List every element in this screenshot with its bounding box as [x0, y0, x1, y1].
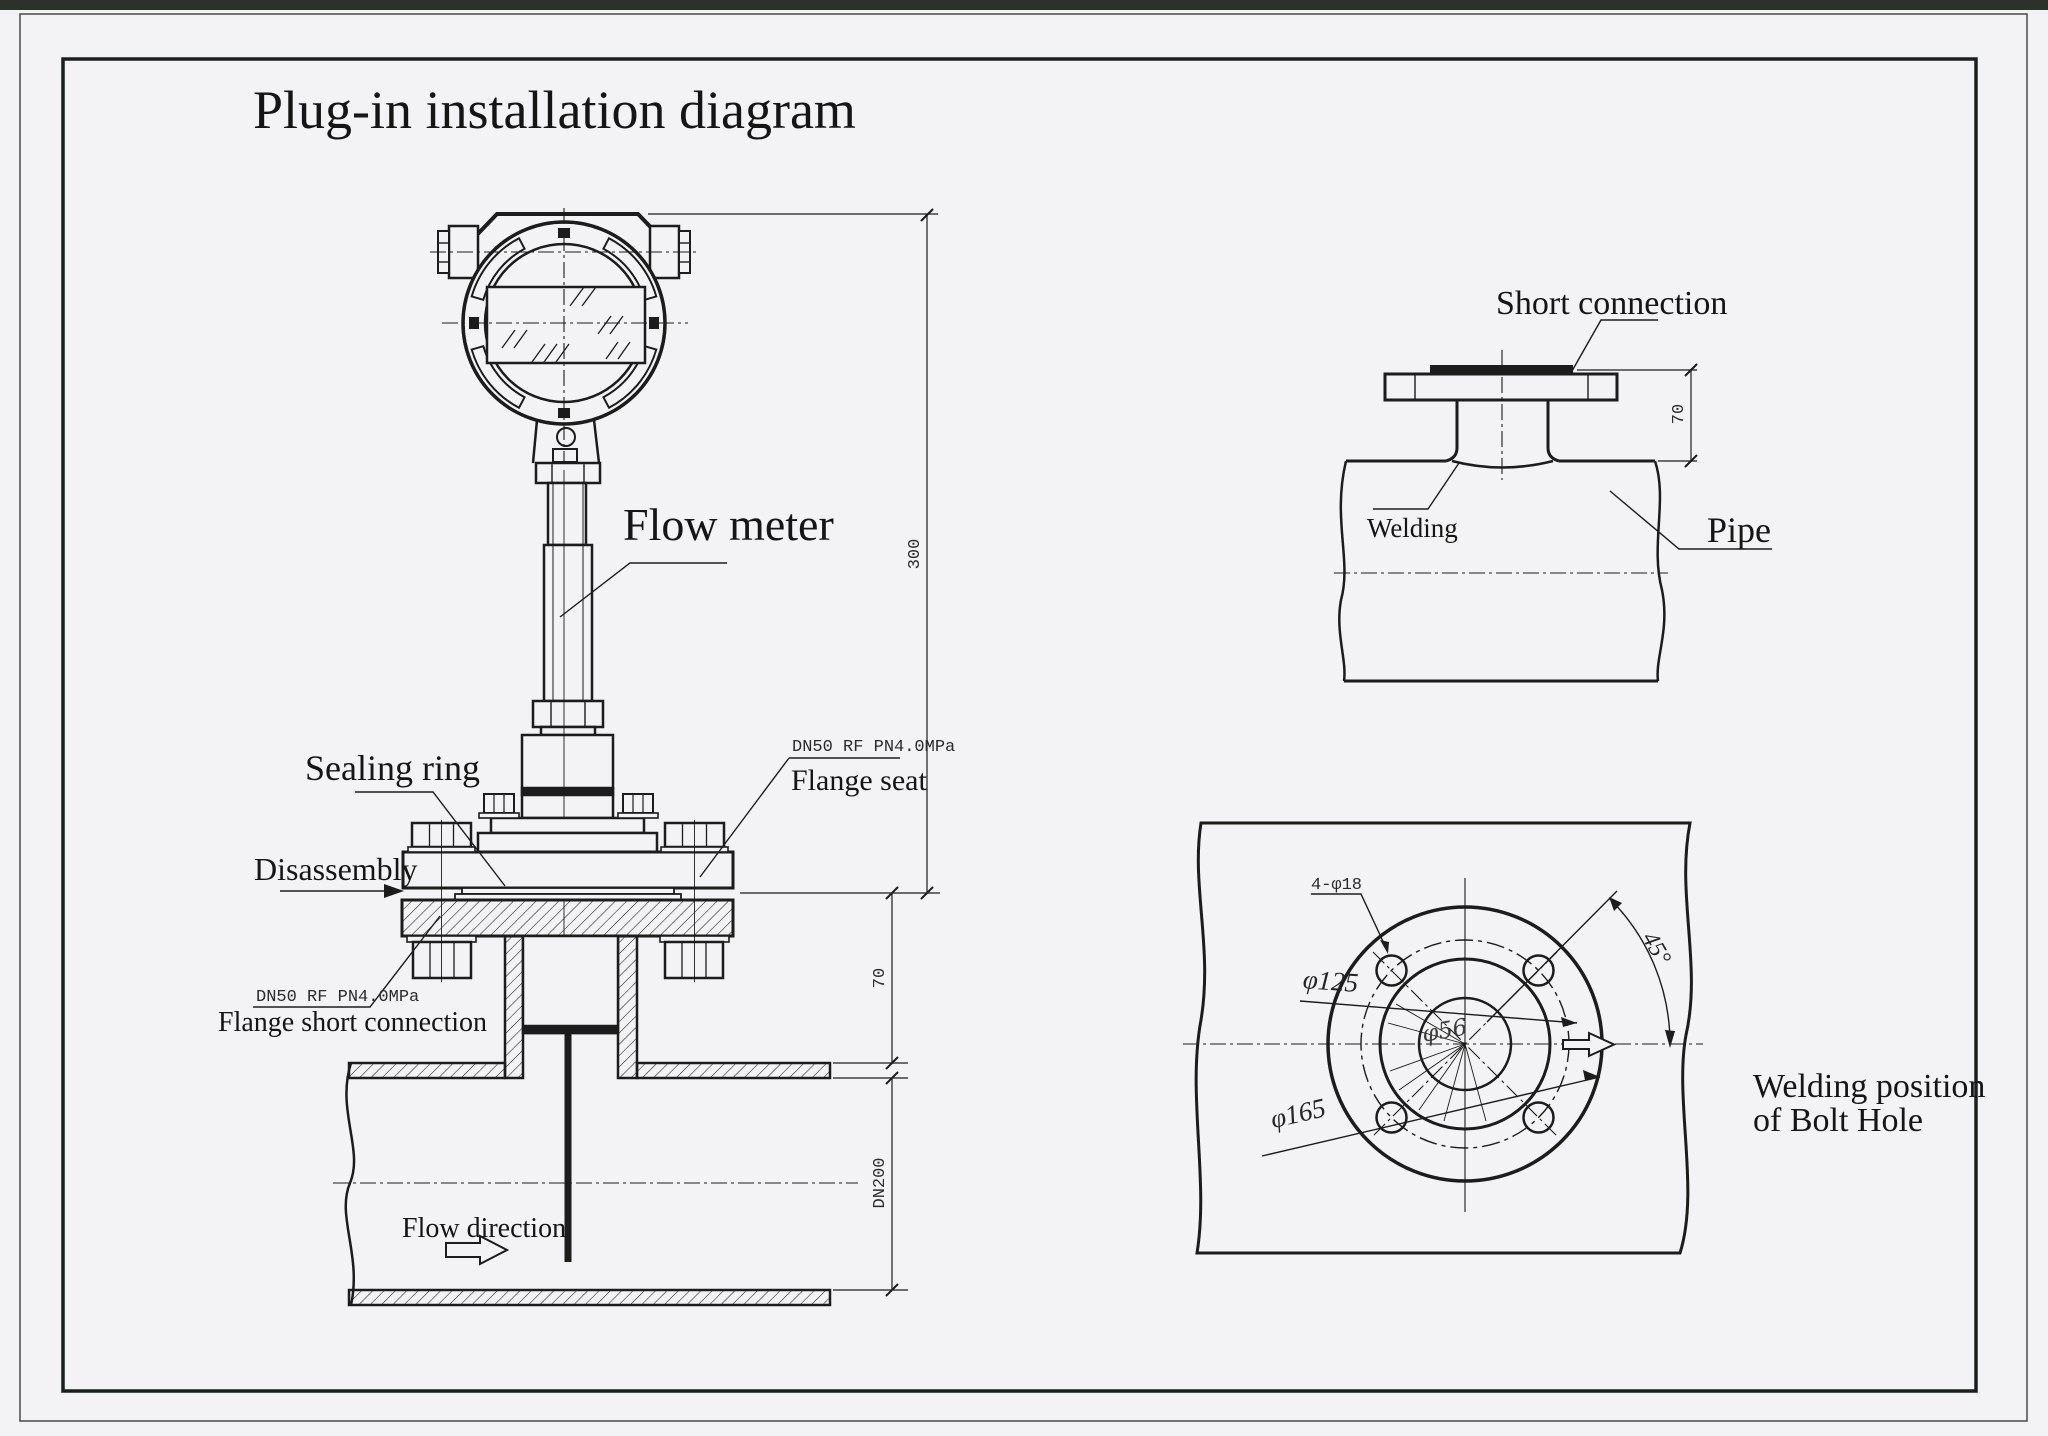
angle-45-label: 45°: [1636, 927, 1676, 969]
main-dimensions: [648, 208, 940, 1297]
flange-seat-label: Flange seat: [791, 764, 927, 797]
flange-seat-spec: DN50 RF PN4.0MPa: [792, 738, 955, 757]
bolt-circle-dia-label: φ125: [1302, 964, 1359, 998]
short-connection-view: [1334, 319, 1772, 683]
welding-position-title-line1: Welding position: [1753, 1068, 1985, 1105]
pipe-label: Pipe: [1707, 510, 1771, 550]
bolt-view-flow-arrow-icon: [1562, 1031, 1617, 1058]
flange-assembly: [400, 793, 735, 1262]
sealing-ring: [454, 887, 682, 901]
center-hole: [1417, 996, 1513, 1092]
flange-short-spec: DN50 RF PN4.0MPa: [256, 988, 419, 1007]
probe: [564, 1033, 572, 1262]
welding-position-title-line2: of Bolt Hole: [1753, 1102, 1923, 1139]
bolt-hole-view: [1183, 821, 1703, 1255]
dim-dn200: DN200: [871, 1157, 890, 1208]
display-window: [485, 285, 647, 365]
flange-short-connection-label: Flange short connection: [218, 1007, 487, 1038]
flow-meter-label: Flow meter: [623, 499, 834, 550]
pipe-break-line: [344, 1062, 356, 1306]
main-leaders: [253, 562, 900, 1008]
flow-direction-arrow-icon: [445, 1234, 510, 1266]
dim-70: 70: [871, 968, 890, 988]
main-view: 300 70 DN200: [253, 208, 940, 1307]
bolt-holes-label: 4-φ18: [1311, 876, 1362, 895]
bolt-holes: [1375, 954, 1555, 1134]
sealing-ring-label: Sealing ring: [305, 748, 480, 788]
disassembly-label: Disassembly: [254, 851, 418, 887]
sheet-border: [19, 13, 2028, 1422]
outer-circle-dia-label: φ165: [1268, 1092, 1329, 1134]
short-connection-label: Short connection: [1496, 285, 1727, 322]
flow-direction-label: Flow direction: [402, 1213, 566, 1244]
plate-outline: [1194, 821, 1693, 1255]
dim-300: 300: [906, 539, 925, 570]
short-conn-dim-70: 70: [1670, 404, 1689, 424]
welding-label: Welding: [1367, 513, 1458, 543]
disassembly-arrow-icon: [384, 884, 404, 898]
pipe-section: [333, 1061, 858, 1307]
transmitter-head: [430, 208, 700, 470]
scan-edge: [0, 0, 2048, 10]
page-title: Plug-in installation diagram: [253, 80, 856, 140]
